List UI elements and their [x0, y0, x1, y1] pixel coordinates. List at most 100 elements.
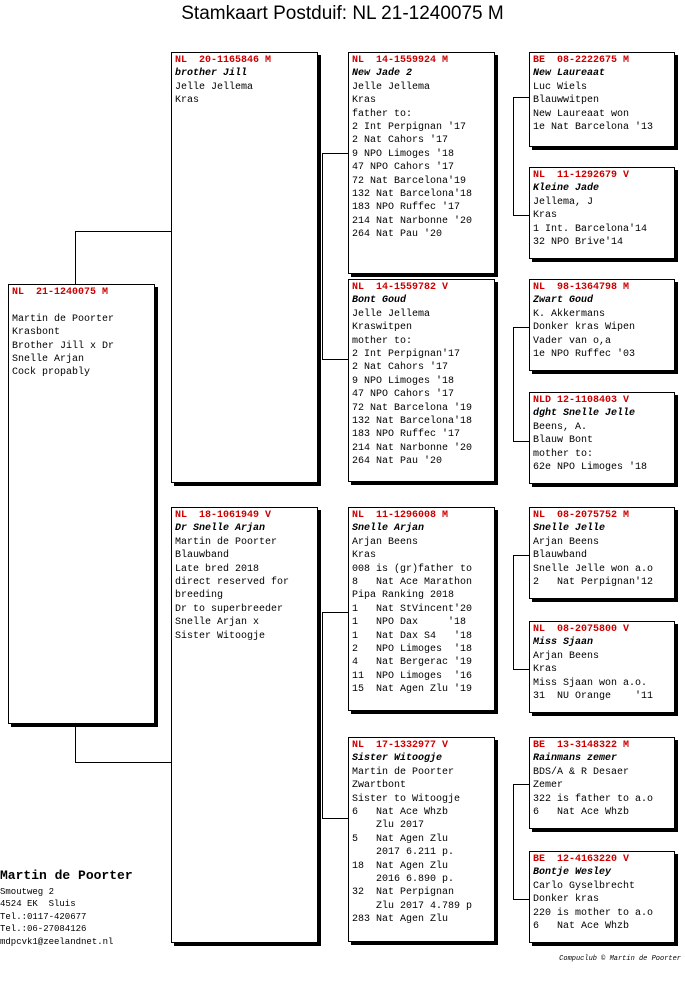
detail-line: 008 is (gr)father to — [352, 563, 473, 575]
maternal-grandfather-card[interactable]: NL 11-1296008 M Snelle Arjan Arjan Beens… — [348, 507, 495, 711]
detail-line: 11 NPO Limoges '16 — [352, 670, 473, 682]
detail-line: Zwartbont — [352, 780, 407, 792]
detail-line: 72 Nat Barcelona '19 — [352, 402, 473, 414]
connector-line — [513, 97, 514, 215]
detail-line: Martin de Poorter — [175, 536, 278, 548]
father-card[interactable]: NL 20-1165846 M brother Jill Jelle Jelle… — [171, 52, 318, 483]
pigeon-name: brother Jill — [175, 68, 248, 80]
detail-line: 2016 6.890 p. — [352, 873, 455, 885]
great-grandparent-card[interactable]: NL 08-2075752 M Snelle Jelle Arjan Beens… — [529, 507, 675, 599]
pigeon-name: New Laureaat — [533, 68, 606, 80]
detail-line: 283 Nat Agen Zlu — [352, 914, 449, 926]
owner-info: Martin de Poorter Smoutweg 2 4524 EK Slui… — [0, 868, 133, 948]
detail-line: 47 NPO Cahors '17 — [352, 162, 455, 174]
ring-number: NLD 12-1108403 V — [533, 395, 630, 406]
detail-line: Smoutweg 2 — [0, 887, 55, 897]
detail-line: Late bred 2018 — [175, 563, 260, 575]
connector-line — [513, 215, 529, 216]
connector-line — [75, 231, 76, 285]
detail-line: 32 Nat Perpignan — [352, 887, 455, 899]
detail-line: breeding — [175, 590, 224, 602]
pigeon-name: dght Snelle Jelle — [533, 408, 636, 420]
ring-number: NL 08-2075752 M — [533, 510, 630, 521]
detail-line: Kras — [352, 550, 377, 562]
software-credit: Compuclub © Martin de Poorter — [559, 955, 681, 963]
great-grandparent-card[interactable]: BE 13-3148322 M Rainmans zemer BDS/A & R… — [529, 737, 675, 829]
detail-line: mother to: — [352, 335, 413, 347]
detail-line: 322 is father to a.o — [533, 793, 654, 805]
connector-line — [322, 153, 348, 154]
connector-line — [513, 784, 514, 900]
connector-line — [75, 231, 171, 232]
detail-line: 2 Nat Perpignan'12 — [533, 576, 654, 588]
detail-line: 72 Nat Barcelona'19 — [352, 175, 467, 187]
paternal-grandfather-card[interactable]: NL 14-1559924 M New Jade 2 Jelle Jellema… — [348, 52, 495, 274]
detail-line: 47 NPO Cahors '17 — [352, 389, 455, 401]
pigeon-name: Snelle Jelle — [533, 523, 606, 535]
ring-number: NL 11-1292679 V — [533, 170, 630, 181]
ring-number: NL 21-1240075 M — [12, 287, 109, 298]
connector-line — [513, 555, 514, 670]
detail-line: Carlo Gyselbrecht — [533, 880, 636, 892]
detail-line: 132 Nat Barcelona'18 — [352, 188, 473, 200]
ring-number: NL 14-1559782 V — [352, 282, 449, 293]
ring-number: NL 17-1332977 V — [352, 740, 449, 751]
great-grandparent-card[interactable]: NLD 12-1108403 V dght Snelle Jelle Beens… — [529, 392, 675, 484]
detail-line: 2 Nat Cahors '17 — [352, 135, 449, 147]
detail-line: Vader van o,a — [533, 335, 612, 347]
detail-line: 15 Nat Agen Zlu '19 — [352, 684, 473, 696]
detail-line: Snelle Arjan x — [175, 617, 260, 629]
detail-line: Arjan Beens — [533, 536, 600, 548]
detail-line: 1 Nat Dax S4 '18 — [352, 630, 473, 642]
detail-line: 32 NPO Brive'14 — [533, 236, 624, 248]
detail-line: 214 Nat Narbonne '20 — [352, 442, 473, 454]
detail-line: 2017 6.211 p. — [352, 847, 455, 859]
detail-line: 264 Nat Pau '20 — [352, 456, 443, 468]
ring-number: NL 11-1296008 M — [352, 510, 449, 521]
detail-line: Kras — [175, 95, 200, 107]
ring-number: NL 20-1165846 M — [175, 55, 272, 66]
detail-line: 2 NPO Limoges '18 — [352, 643, 473, 655]
detail-line: 1e NPO Ruffec '03 — [533, 348, 636, 360]
detail-line — [12, 299, 151, 312]
connector-line — [322, 612, 323, 819]
connector-line — [513, 327, 514, 442]
ring-number: NL 18-1061949 V — [175, 510, 272, 521]
owner-name: Martin de Poorter — [0, 868, 133, 883]
detail-line: father to: — [352, 108, 413, 120]
detail-line: Kras — [352, 95, 377, 107]
great-grandparent-card[interactable]: BE 12-4163220 V Bontje Wesley Carlo Gyse… — [529, 851, 675, 943]
pigeon-name: Miss Sjaan — [533, 637, 594, 649]
detail-line: Zlu 2017 4.789 p — [352, 900, 473, 912]
detail-line: 31 NU Orange '11 — [533, 690, 654, 702]
maternal-grandmother-card[interactable]: NL 17-1332977 V Sister Witoogje Martin d… — [348, 737, 495, 942]
detail-line: 264 Nat Pau '20 — [352, 229, 443, 241]
connector-line — [322, 359, 348, 360]
detail-line: 183 NPO Ruffec '17 — [352, 429, 461, 441]
mother-card[interactable]: NL 18-1061949 V Dr Snelle Arjan Martin d… — [171, 507, 318, 943]
detail-line: 4524 EK Sluis — [0, 899, 76, 910]
detail-line: Kras — [533, 210, 558, 222]
detail-line: Miss Sjaan won a.o. — [533, 677, 648, 689]
detail-line: 183 NPO Ruffec '17 — [352, 202, 461, 214]
detail-line: Zlu 2017 — [352, 820, 425, 832]
connector-line — [75, 723, 76, 763]
detail-line: 1 Nat StVincent'20 — [352, 603, 473, 615]
detail-line: 2 Int Perpignan '17 — [352, 121, 467, 133]
detail-line: mother to: — [533, 448, 594, 460]
detail-line: Blauwband — [175, 550, 230, 562]
detail-line: Martin de Poorter — [12, 313, 115, 325]
detail-line: Tel.:0117-420677 — [0, 911, 87, 922]
